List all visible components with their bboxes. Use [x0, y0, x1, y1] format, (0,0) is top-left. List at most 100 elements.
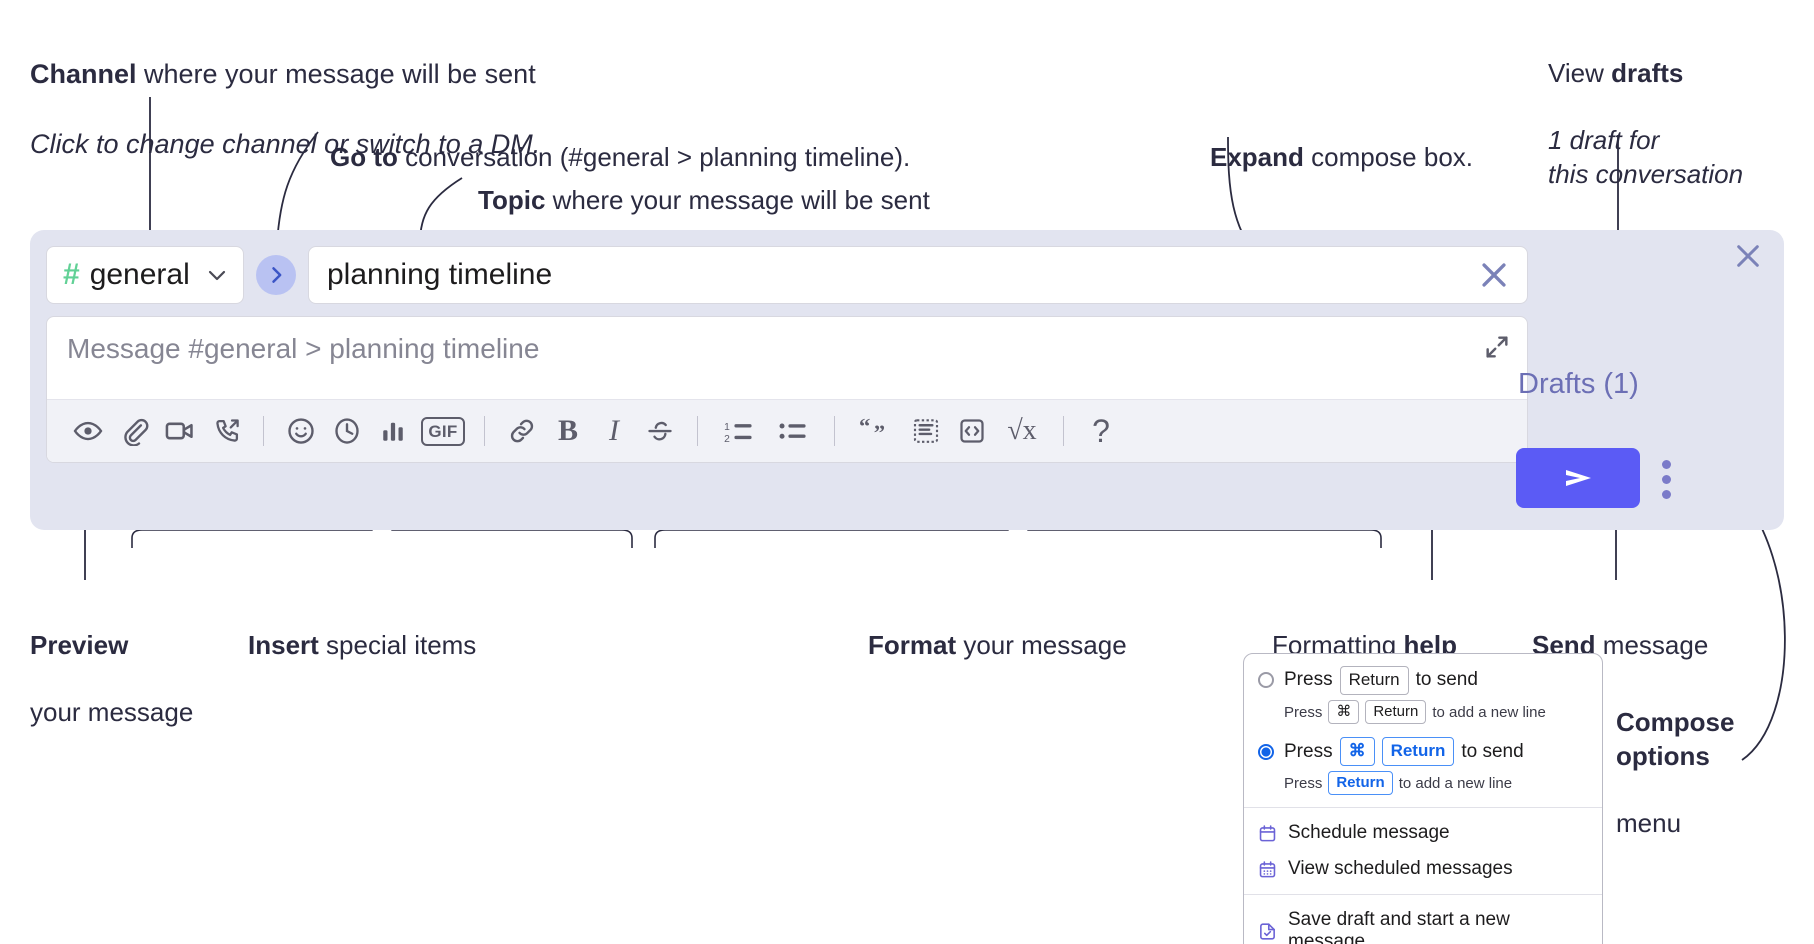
hash-icon: # [63, 258, 80, 291]
annotation-insert-rest: special items [318, 629, 477, 660]
bold-label: B [557, 414, 578, 447]
channel-name: general [89, 258, 190, 291]
key-return: Return [1328, 771, 1393, 796]
code-icon[interactable] [949, 408, 995, 454]
key-command: ⌘ [1339, 737, 1375, 767]
toolbar-separator [484, 416, 485, 446]
menu-divider [1244, 807, 1602, 809]
annotation-compose-options-bold: Compose options [1616, 706, 1735, 771]
text: to add a new line [1432, 703, 1546, 721]
key-command: ⌘ [1328, 699, 1360, 725]
key-return: Return [1339, 666, 1409, 695]
radio-button-selected[interactable] [1258, 743, 1274, 760]
send-option-cmd-return[interactable]: Press ⌘ Return to send Press Return to ad… [1258, 737, 1588, 796]
bulleted-list-icon[interactable] [766, 408, 820, 454]
blockquote-icon[interactable]: “ ” [849, 408, 903, 454]
emoji-icon[interactable] [278, 408, 324, 454]
annotation-channel-italic: Click to change channel or switch to a D… [30, 129, 541, 160]
message-input[interactable]: Message #general > planning timeline [67, 333, 540, 364]
annotation-format-bold: Format [868, 629, 957, 660]
clock-icon[interactable] [324, 408, 370, 454]
gif-label: GIF [421, 416, 465, 446]
menu-item-schedule-message[interactable]: Schedule message [1244, 815, 1602, 851]
text: to send [1461, 740, 1524, 762]
formatting-help-icon[interactable]: ? [1078, 408, 1124, 454]
compose-options-button[interactable] [1662, 460, 1671, 499]
message-input-area[interactable]: Message #general > planning timeline [47, 317, 1527, 399]
formatting-help-label: ? [1092, 412, 1110, 449]
send-option-cmd-return-sub: Press Return to add a new line [1284, 771, 1588, 796]
annotation-drafts: View drafts 1 draft for this conversatio… [1548, 23, 1743, 192]
annotation-drafts-bold: drafts [1611, 57, 1684, 88]
key-return: Return [1365, 699, 1427, 725]
expand-icon[interactable] [1483, 333, 1511, 361]
annotation-format-rest: your message [956, 629, 1127, 660]
ordered-list-icon[interactable]: 1 2 [712, 408, 766, 454]
menu-item-save-draft[interactable]: Save draft and start a new message [1244, 902, 1602, 944]
italic-label: I [609, 414, 619, 447]
topic-field[interactable]: planning timeline [308, 246, 1528, 304]
link-icon[interactable] [499, 408, 545, 454]
gif-icon[interactable]: GIF [416, 408, 470, 454]
svg-text:”: ” [874, 420, 885, 445]
menu-divider [1244, 894, 1602, 896]
draft-group: Save draft and start a new message [1244, 895, 1602, 944]
audio-call-icon[interactable] [203, 408, 249, 454]
compose-panel: # general planning timeline [30, 230, 1784, 530]
annotation-goto-bold: Go to [330, 141, 398, 172]
text: Press [1284, 669, 1333, 691]
annotation-compose-options-rest: menu [1616, 808, 1682, 839]
annotation-compose-options: Compose options menu [1616, 672, 1734, 841]
annotation-preview-rest: your message [30, 697, 194, 728]
kebab-dot [1662, 460, 1671, 469]
send-option-return-label: Press Return to send [1284, 666, 1478, 695]
bold-icon[interactable]: B [545, 408, 591, 454]
annotation-topic-bold: Topic [478, 184, 546, 215]
drafts-link[interactable]: Drafts (1) [1518, 368, 1639, 400]
preview-icon[interactable] [65, 408, 111, 454]
svg-text:“: “ [859, 416, 870, 438]
menu-item-label: Save draft and start a new message [1288, 909, 1510, 944]
annotation-goto-rest: conversation (#general > planning timeli… [397, 141, 911, 172]
math-icon[interactable]: √x [995, 408, 1049, 454]
text: Press [1284, 774, 1323, 792]
attachment-icon[interactable] [111, 408, 157, 454]
menu-item-label: View scheduled messages [1288, 858, 1513, 880]
annotation-preview: Preview your message [30, 595, 193, 730]
go-to-conversation-button[interactable] [256, 255, 296, 295]
close-icon[interactable] [1732, 240, 1764, 272]
annotation-preview-bold: Preview [30, 629, 129, 660]
schedule-group: Schedule message View scheduled messages [1244, 808, 1602, 894]
send-option-return-sub: Press ⌘Return to add a new line [1284, 699, 1588, 725]
annotation-channel-rest: where your message will be sent [136, 59, 536, 90]
annotation-channel-bold: Channel [30, 59, 137, 90]
annotation-expand-bold: Expand [1210, 141, 1304, 172]
calendar-grid-icon [1258, 860, 1277, 879]
chevron-right-icon [272, 267, 282, 283]
code-block-icon[interactable] [903, 408, 949, 454]
send-arrow-icon [1566, 470, 1591, 486]
menu-item-label: Schedule message [1288, 822, 1450, 844]
channel-selector[interactable]: # general [46, 246, 244, 304]
topic-input[interactable]: planning timeline [327, 258, 553, 291]
text: to send [1415, 669, 1478, 691]
annotation-insert: Insert special items [248, 595, 476, 663]
italic-icon[interactable]: I [591, 408, 637, 454]
strikethrough-icon[interactable] [637, 408, 683, 454]
video-icon[interactable] [157, 408, 203, 454]
menu-item-view-scheduled-messages[interactable]: View scheduled messages [1244, 851, 1602, 887]
send-option-return[interactable]: Press Return to send Press ⌘Return to ad… [1258, 666, 1588, 725]
send-button[interactable] [1516, 448, 1640, 508]
close-icon[interactable] [1477, 258, 1511, 292]
poll-icon[interactable] [370, 408, 416, 454]
formatting-toolbar: GIF B I [47, 399, 1527, 462]
compose-main-column: # general planning timeline [46, 244, 1528, 463]
math-label: √x [1007, 415, 1037, 446]
annotation-goto: Go to conversation (#general > planning … [330, 107, 910, 175]
radio-button[interactable] [1258, 672, 1274, 689]
annotation-channel: Channel where your message will be sent … [30, 22, 540, 162]
send-shortcut-options: Press Return to send Press ⌘Return to ad… [1244, 654, 1602, 807]
toolbar-separator [697, 416, 698, 446]
annotation-insert-bold: Insert [248, 629, 319, 660]
